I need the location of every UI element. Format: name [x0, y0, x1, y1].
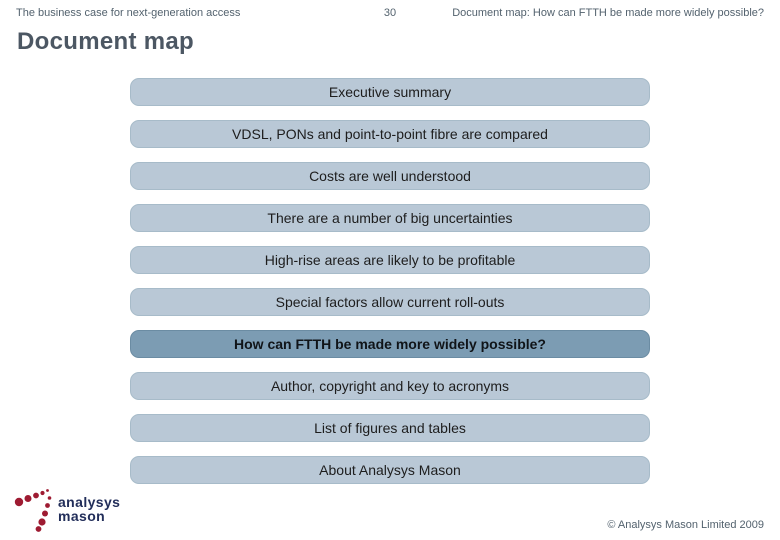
map-item-label: Special factors allow current roll-outs	[275, 294, 505, 310]
map-item-3[interactable]: Costs are well understood	[130, 162, 650, 190]
page-header: The business case for next-generation ac…	[16, 6, 764, 20]
map-item-label: There are a number of big uncertainties	[267, 210, 513, 226]
page-number: 30	[383, 7, 397, 19]
map-item-9[interactable]: List of figures and tables	[130, 414, 650, 442]
map-item-label: Author, copyright and key to acronyms	[270, 378, 510, 394]
page-title: Document map	[17, 28, 194, 55]
logo-wordmark-line2: mason	[58, 508, 106, 524]
map-item-1[interactable]: Executive summary	[130, 78, 650, 106]
map-item-label: VDSL, PONs and point-to-point fibre are …	[232, 126, 548, 142]
analysys-mason-logo: analysys mason	[14, 486, 120, 532]
logo-wordmark: analysys mason	[58, 495, 120, 523]
map-item-label: About Analysys Mason	[319, 462, 461, 478]
map-item-7[interactable]: How can FTTH be made more widely possibl…	[130, 330, 650, 358]
header-section-title: Document map: How can FTTH be made more …	[452, 7, 764, 19]
logo-dots-icon	[14, 486, 56, 532]
copyright-notice: © Analysys Mason Limited 2009	[607, 519, 764, 531]
map-item-label: List of figures and tables	[314, 420, 466, 436]
map-item-label: Executive summary	[328, 84, 452, 100]
map-item-6[interactable]: Special factors allow current roll-outs	[130, 288, 650, 316]
map-item-4[interactable]: There are a number of big uncertainties	[130, 204, 650, 232]
map-item-5[interactable]: High-rise areas are likely to be profita…	[130, 246, 650, 274]
header-document-title: The business case for next-generation ac…	[16, 7, 241, 19]
map-item-label: High-rise areas are likely to be profita…	[264, 252, 516, 268]
map-item-label: How can FTTH be made more widely possibl…	[234, 336, 546, 352]
map-item-10[interactable]: About Analysys Mason	[130, 456, 650, 484]
map-item-label: Costs are well understood	[309, 168, 471, 184]
logo-wordmark-line1: analysys	[58, 494, 121, 510]
document-map: Executive summary VDSL, PONs and point-t…	[130, 78, 650, 498]
map-item-2[interactable]: VDSL, PONs and point-to-point fibre are …	[130, 120, 650, 148]
map-item-8[interactable]: Author, copyright and key to acronyms	[130, 372, 650, 400]
